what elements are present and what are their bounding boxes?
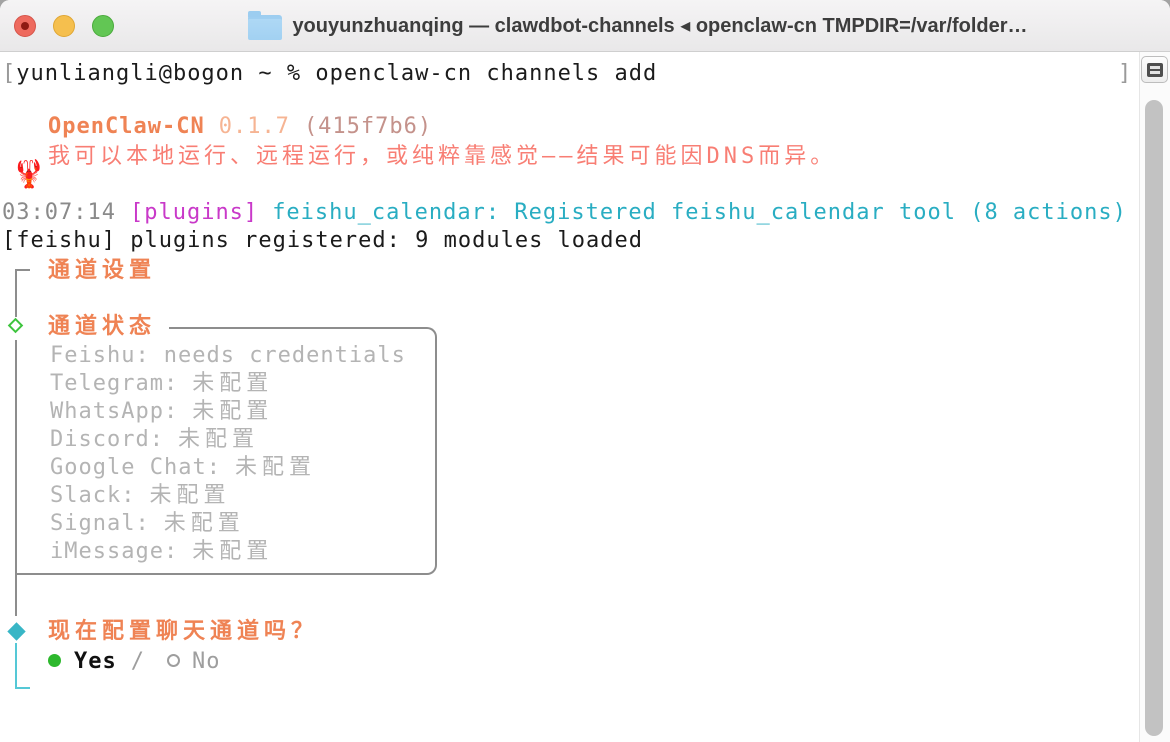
traffic-lights	[14, 14, 114, 37]
no-radio-icon	[167, 654, 180, 667]
channel-row: Discord: 未配置	[50, 426, 259, 454]
split-pane-icon	[1146, 62, 1163, 77]
prompt-command: yunliangli@bogon ~ % openclaw-cn channel…	[16, 61, 658, 86]
folder-icon	[248, 10, 283, 40]
channel-name: WhatsApp:	[50, 399, 179, 424]
yes-option: Yes	[74, 649, 117, 674]
yes-no-options: Yes / No	[48, 648, 221, 676]
channel-status: 未配置	[192, 399, 274, 424]
window-title: youyunzhuanqing — clawdbot-channels ◂ op…	[292, 15, 1028, 37]
channel-status-box-bottom	[16, 573, 169, 575]
brand-name: OpenClaw-CN	[48, 114, 205, 139]
no-option: No	[192, 649, 221, 674]
log-timestamp: 03:07:14	[2, 200, 116, 225]
titlebar-center: youyunzhuanqing — clawdbot-channels ◂ op…	[120, 10, 1156, 40]
channel-status: 未配置	[192, 539, 274, 564]
brand-version: 0.1.7	[218, 114, 290, 139]
channel-row: Slack: 未配置	[50, 482, 231, 510]
tree-vertical-line	[15, 340, 17, 616]
channel-status-box	[169, 327, 437, 575]
scrollbar-track[interactable]	[1139, 52, 1170, 742]
log-message: feishu_calendar: Registered feishu_calen…	[272, 200, 1127, 225]
tree-top-corner	[15, 269, 30, 317]
channel-status: needs credentials	[163, 343, 406, 368]
channel-name: Discord:	[50, 427, 164, 452]
brand-tagline: 我可以本地运行、远程运行，或纯粹靠感觉——结果可能因DNS而异。	[48, 144, 837, 169]
brand-build: (415f7b6)	[303, 114, 433, 139]
active-step-diamond-icon	[7, 622, 26, 641]
zoom-button[interactable]	[92, 14, 114, 37]
yes-radio-icon	[48, 654, 61, 667]
brand-line: OpenClaw-CN 0.1.7 (415f7b6)	[48, 113, 432, 141]
log-tag: [plugins]	[129, 200, 259, 225]
options-divider: /	[130, 649, 145, 674]
tree-bottom-corner	[15, 643, 30, 689]
split-pane-button[interactable]	[1141, 56, 1168, 83]
step-diamond-icon	[7, 317, 24, 334]
prompt-open-bracket: [	[2, 61, 17, 86]
channel-name: Feishu:	[50, 343, 150, 368]
channel-name: Google Chat:	[50, 455, 221, 480]
channel-row: Feishu: needs credentials	[50, 342, 406, 370]
channel-status: 未配置	[234, 455, 316, 480]
channel-status: 未配置	[192, 371, 274, 396]
log-line-plugins: 03:07:14 [plugins] feishu_calendar: Regist…	[2, 199, 1127, 227]
terminal-content[interactable]: [yunliangli@bogon ~ % openclaw-cn channe…	[0, 52, 1170, 742]
lobster-logo-icon: 🦞	[12, 159, 46, 190]
channel-row: Telegram: 未配置	[50, 370, 273, 398]
prompt-line: [yunliangli@bogon ~ % openclaw-cn channe…	[2, 60, 657, 88]
channel-row: iMessage: 未配置	[50, 538, 273, 566]
configure-question: 现在配置聊天通道吗？	[48, 619, 319, 644]
status-title: 通道状态	[48, 314, 157, 339]
log-line-feishu: [feishu] plugins registered: 9 modules l…	[2, 228, 644, 253]
channel-status: 未配置	[163, 511, 245, 536]
channel-status: 未配置	[177, 427, 259, 452]
setup-title: 通道设置	[48, 258, 157, 283]
channel-name: Telegram:	[50, 371, 179, 396]
scrollbar-thumb[interactable]	[1145, 100, 1163, 736]
channel-status: 未配置	[149, 483, 231, 508]
channel-row: Google Chat: 未配置	[50, 454, 316, 482]
channel-row: Signal: 未配置	[50, 510, 245, 538]
prompt-close-bracket: ]	[1118, 61, 1133, 86]
channel-name: Slack:	[50, 483, 136, 508]
minimize-button[interactable]	[53, 14, 75, 37]
channel-name: Signal:	[50, 511, 150, 536]
channel-row: WhatsApp: 未配置	[50, 398, 273, 426]
close-button[interactable]	[14, 14, 36, 37]
titlebar: youyunzhuanqing — clawdbot-channels ◂ op…	[0, 0, 1170, 52]
channel-name: iMessage:	[50, 539, 179, 564]
